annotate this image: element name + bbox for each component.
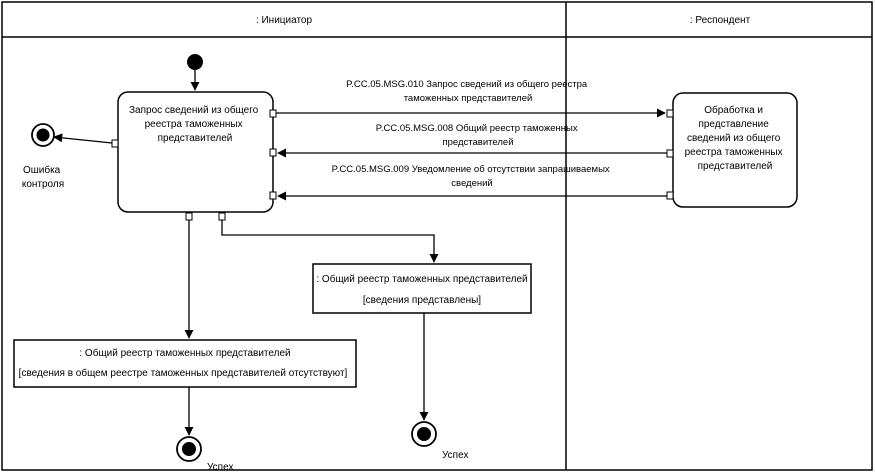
object-absent-state: [сведения в общем реестре таможенных пре…: [19, 367, 348, 379]
final-node-success-right: [411, 421, 437, 447]
initial-node: [187, 54, 203, 70]
activity-request-line: представителей: [158, 133, 233, 144]
label-msg009: P.CC.05.MSG.009 Уведомление об отсутстви…: [332, 164, 613, 189]
pin: [666, 191, 674, 200]
final-node-error: [31, 123, 55, 147]
pin: [185, 212, 193, 221]
activity-request-line: реестра таможенных: [145, 119, 243, 130]
flow-to-present: [221, 220, 439, 263]
error-label: Ошибка контроля: [22, 164, 64, 190]
activity-processing: Обработка и представление сведений из об…: [666, 92, 798, 208]
activity-request: Запрос сведений из общего реестра таможе…: [111, 91, 277, 221]
pin: [666, 149, 674, 158]
object-absent-title: : Общий реестр таможенных представителей: [79, 347, 290, 359]
object-node-present: : Общий реестр таможенных представителей…: [312, 263, 532, 314]
object-present-state: [сведения представлены]: [363, 295, 481, 306]
pin: [269, 109, 277, 118]
lane-title-respondent: : Респондент: [690, 15, 751, 26]
pin: [111, 139, 119, 148]
success-right-label: Успех: [442, 450, 468, 461]
activity-processing-line: сведений из общего: [687, 132, 781, 144]
label-msg010: P.CC.05.MSG.010 Запрос сведений из общег…: [346, 79, 590, 104]
pin: [269, 148, 277, 157]
success-left-label: Успех: [207, 462, 233, 473]
pin: [666, 109, 674, 118]
svg-text:Запрос сведений из общего: Запрос сведений из общего реестра таможе…: [129, 104, 261, 144]
label-msg008: P.CC.05.MSG.008 Общий реестр таможенных …: [376, 123, 580, 148]
final-node-success-left: [176, 436, 202, 462]
activity-processing-line: представителей: [698, 161, 773, 172]
activity-processing-line: Обработка и: [704, 104, 763, 116]
activity-processing-line: представление: [698, 119, 769, 130]
flow-to-error: [53, 133, 113, 144]
object-present-title: : Общий реестр таможенных представителей: [316, 273, 527, 285]
activity-processing-line: реестра таможенных: [685, 147, 783, 158]
svg-text:Обработка и представлени: Обработка и представление сведений из об…: [685, 104, 786, 172]
pin: [218, 212, 226, 221]
activity-request-line: Запрос сведений из общего: [129, 104, 259, 116]
lane-title-initiator: : Инициатор: [256, 15, 313, 26]
pin: [269, 191, 277, 200]
object-node-absent: : Общий реестр таможенных представителей…: [13, 339, 357, 388]
